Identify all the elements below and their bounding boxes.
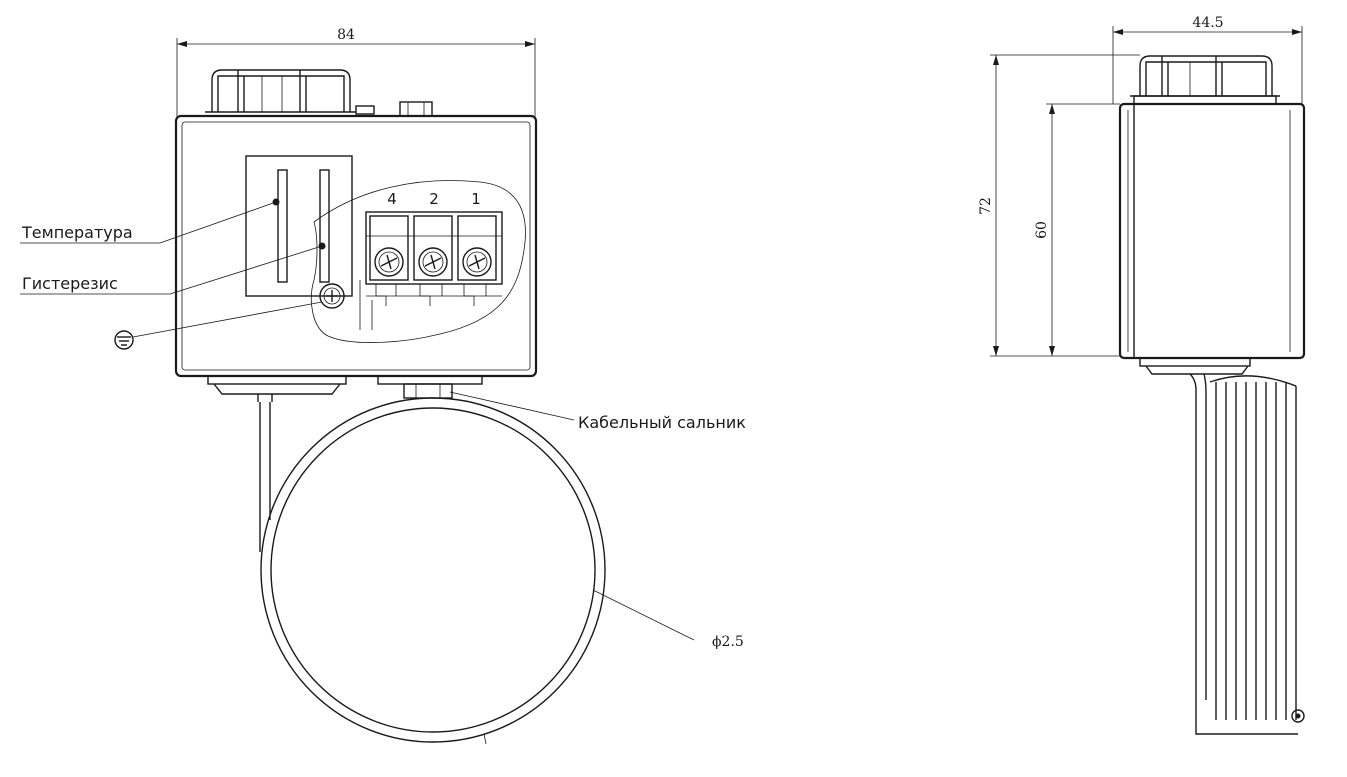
label-hysteresis-text: Гистерезис	[22, 274, 118, 293]
cable-gland: Кабельный сальник	[377, 375, 746, 432]
side-housing	[1118, 102, 1306, 360]
terminal-screw-1	[462, 247, 492, 277]
label-temperature-text: Температура	[21, 223, 133, 242]
capillary-fitting	[207, 375, 347, 402]
cutaway-outline	[311, 180, 526, 343]
dimension-side-width: 44.5	[1112, 15, 1303, 104]
front-view: 84	[20, 27, 746, 745]
front-housing	[174, 114, 538, 378]
label-temperature: Температура	[20, 201, 277, 244]
earth-symbol	[114, 301, 323, 350]
terminal-label-1: 1	[471, 190, 481, 208]
side-view: 44.5 72 60	[978, 15, 1306, 735]
dimension-body-height-value: 60	[1034, 221, 1050, 239]
dimension-body-height: 60	[1034, 103, 1120, 356]
setting-window	[245, 155, 353, 297]
side-capillary-coil	[1189, 373, 1305, 735]
terminal-label-2: 2	[429, 190, 439, 208]
dimension-total-height: 72	[978, 54, 1140, 357]
label-capillary-diameter-text: ϕ2.5	[712, 634, 744, 650]
label-cable-gland-text: Кабельный сальник	[578, 413, 746, 432]
temperature-knob	[205, 69, 375, 115]
capillary-coil: ϕ2.5	[259, 397, 744, 745]
top-connector	[399, 101, 433, 117]
terminal-screw-2	[418, 247, 448, 277]
side-knob	[1130, 55, 1280, 105]
side-bottom-fitting	[1139, 357, 1251, 375]
dimension-total-height-value: 72	[978, 197, 994, 215]
terminal-label-4: 4	[387, 190, 397, 208]
dimension-front-width-value: 84	[337, 27, 355, 43]
terminal-block: 4 2 1	[359, 190, 503, 330]
earth-screw	[319, 283, 345, 309]
terminal-screw-4	[374, 247, 404, 277]
dimension-side-width-value: 44.5	[1192, 15, 1223, 31]
dimension-front-width: 84	[176, 27, 536, 118]
label-hysteresis: Гистерезис	[20, 245, 323, 295]
